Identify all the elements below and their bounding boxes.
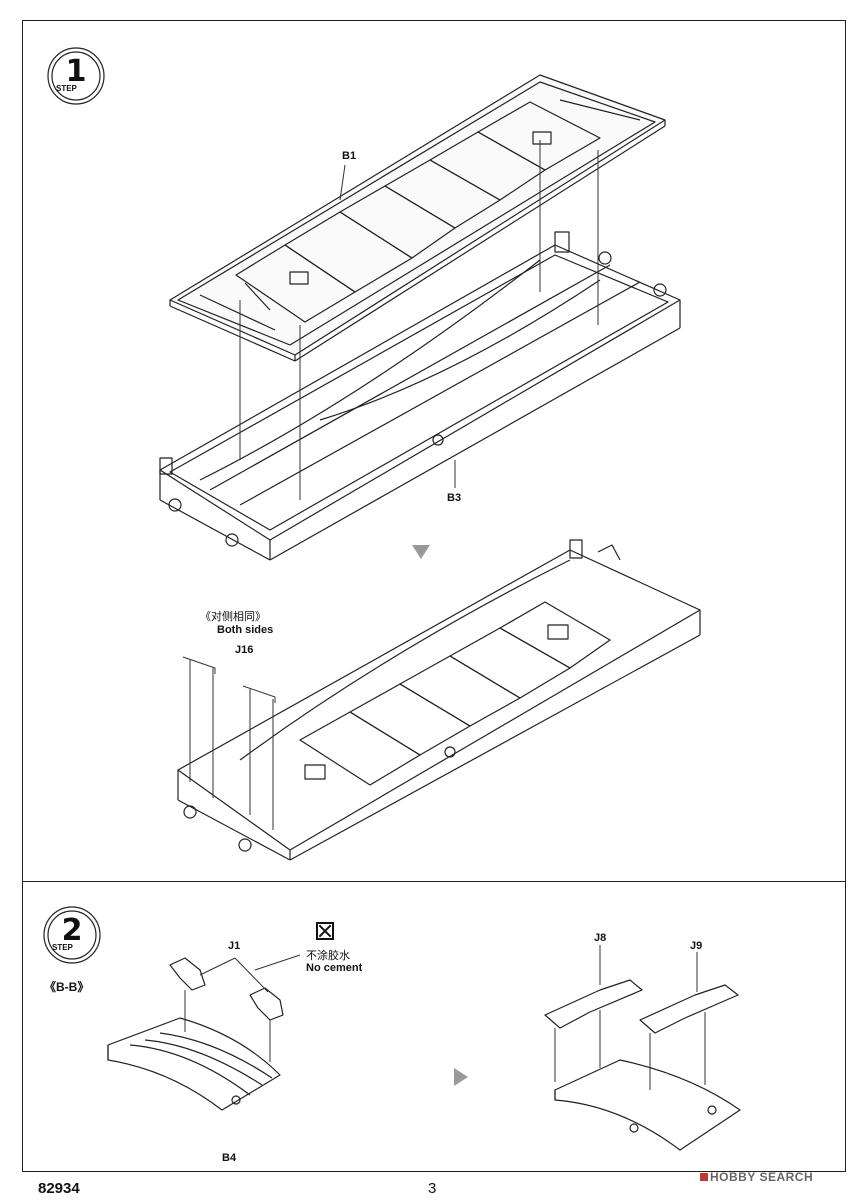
part-b3-drawing	[159, 231, 681, 561]
label-j1: J1	[228, 940, 241, 952]
view-label-b-b: 《B-B》	[44, 980, 90, 994]
watermark-logo-icon	[700, 1173, 708, 1181]
step-1-word: STEP	[56, 84, 77, 93]
step-badge-shapes	[43, 47, 105, 964]
part-b1-drawing	[169, 74, 666, 362]
part-j8-j9-drawing	[544, 945, 741, 1151]
step-divider	[22, 881, 846, 882]
assembled-chassis-drawing	[177, 539, 701, 861]
watermark-text: HOBBY SEARCH	[710, 1170, 814, 1184]
step-2-number: 2	[61, 913, 83, 948]
part-b4-drawing	[107, 1017, 281, 1111]
label-b3: B3	[447, 492, 462, 504]
step-1-badge: 1 STEP	[48, 48, 104, 104]
label-j9: J9	[690, 940, 703, 952]
step-2-badge: 2 STEP	[44, 907, 100, 963]
step-1-number: 1	[65, 54, 87, 89]
both-sides-cn: 《对侧相同》	[200, 611, 266, 623]
page-number: 3	[428, 1180, 437, 1197]
part-j16-drawing	[182, 656, 276, 830]
next-arrow-down-icon	[412, 545, 430, 559]
label-j8: J8	[594, 932, 607, 944]
page-frame	[22, 20, 846, 1172]
no-cement-icon	[316, 922, 334, 940]
label-b4: B4	[222, 1152, 237, 1164]
watermark: HOBBY SEARCH	[700, 1170, 813, 1184]
label-b1: B1	[342, 150, 357, 162]
part-j1-drawing	[169, 954, 301, 1062]
product-code: 82934	[38, 1180, 80, 1197]
label-j16: J16	[235, 644, 254, 656]
both-sides-en: Both sides	[217, 624, 274, 636]
next-arrow-right-icon	[454, 1068, 468, 1086]
no-cement-en: No cement	[306, 962, 363, 974]
no-cement-cn: 不涂胶水	[306, 950, 350, 962]
step-2-word: STEP	[52, 943, 73, 952]
